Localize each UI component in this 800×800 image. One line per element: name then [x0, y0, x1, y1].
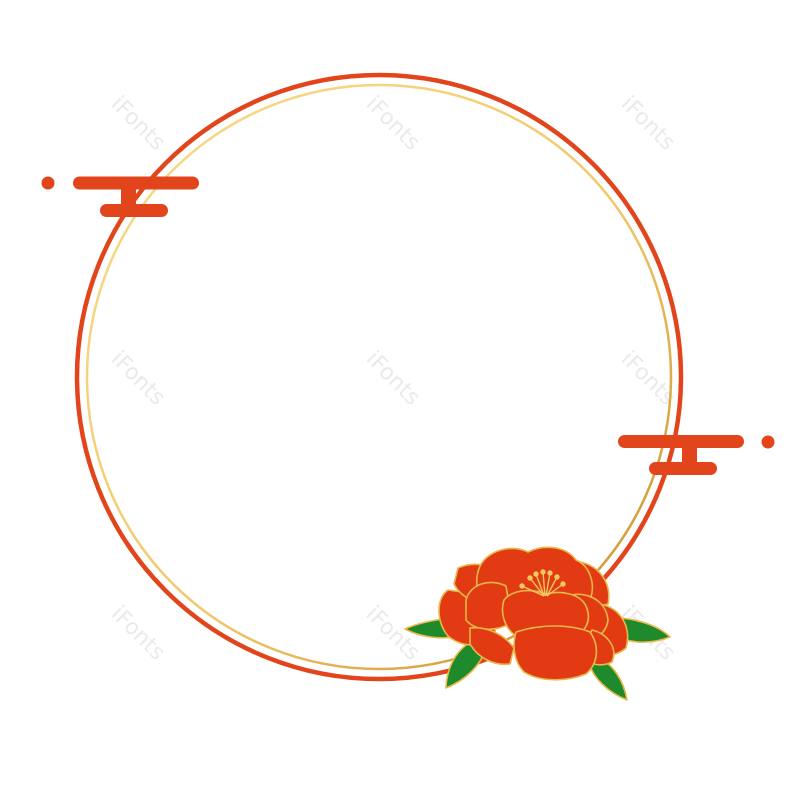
cloud-bar: [618, 435, 744, 448]
watermark-text: iFonts: [616, 92, 680, 156]
cloud-bar: [100, 204, 168, 217]
watermark-text: iFonts: [361, 347, 425, 411]
cloud-connector: [121, 189, 136, 205]
cloud-right: [618, 435, 775, 475]
cloud-dot: [41, 176, 55, 190]
cloud-bar: [73, 176, 199, 190]
cloud-connector: [682, 447, 697, 463]
watermark-text: iFonts: [106, 602, 170, 666]
petal: [513, 625, 598, 681]
cloud-bar: [649, 462, 717, 475]
petal: [469, 626, 515, 666]
watermark-text: iFonts: [361, 92, 425, 156]
cloud-top-left: [41, 176, 199, 217]
inner-ring: [85, 83, 673, 671]
watermark-text: iFonts: [106, 347, 170, 411]
camellia-flower: [404, 546, 671, 701]
outer-ring: [74, 72, 684, 682]
stamens: [519, 569, 566, 597]
watermark-text: iFonts: [106, 92, 170, 156]
leaf: [588, 655, 628, 701]
cloud-dot: [761, 435, 775, 449]
